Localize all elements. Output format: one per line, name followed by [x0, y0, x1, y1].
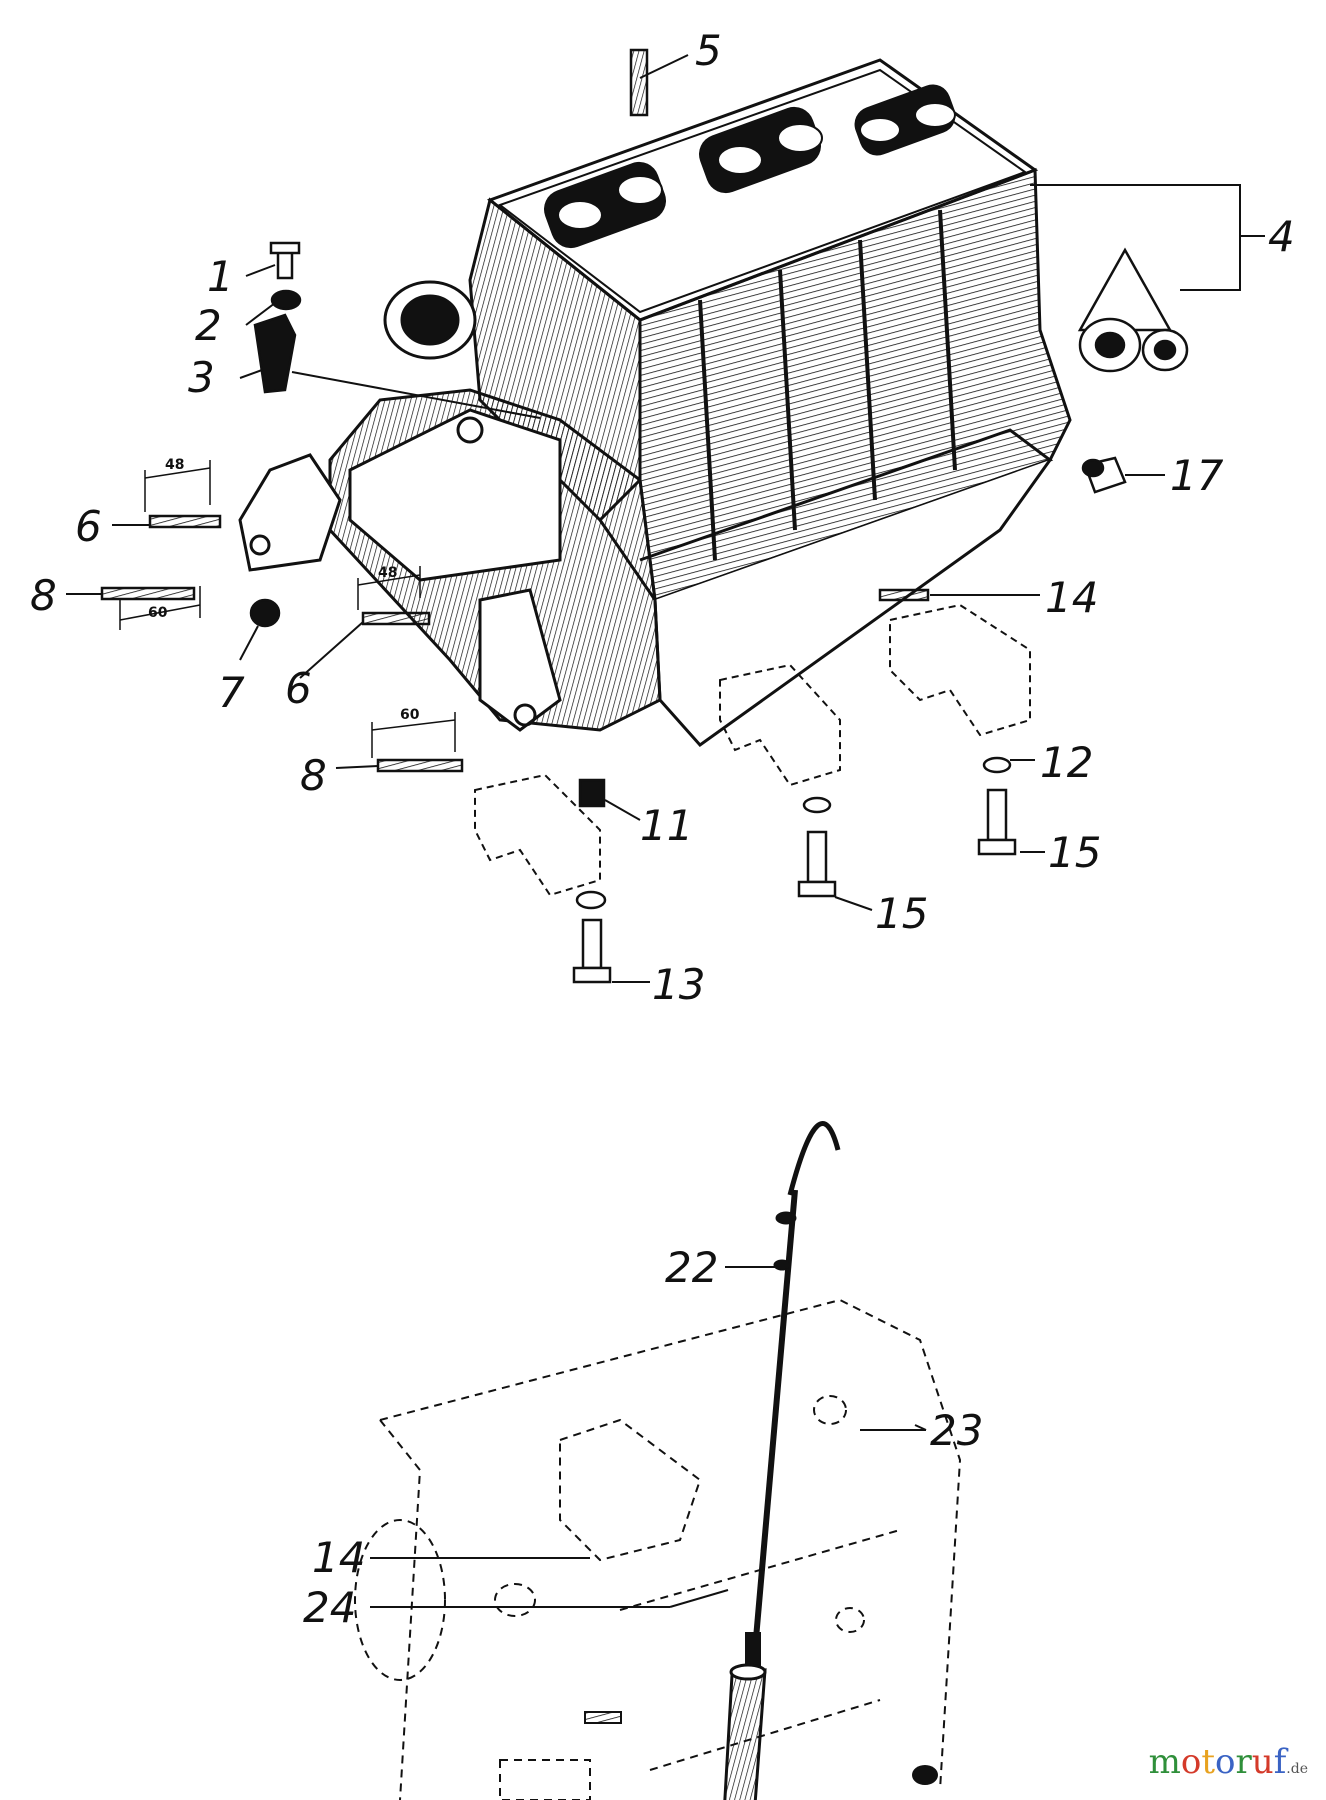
callout-12: 12	[1040, 738, 1094, 787]
callout-3: 3	[188, 353, 215, 402]
callout-13: 13	[652, 960, 706, 1009]
dimension-label-60-lower: 60	[400, 707, 420, 723]
watermark-logo: motoruf.de	[1148, 1742, 1308, 1782]
callout-4: 4	[1268, 212, 1295, 261]
callout-2: 2	[195, 301, 222, 350]
bearing-caps	[474, 603, 1031, 897]
callout-14-lower: 14	[312, 1533, 366, 1582]
callout-17: 17	[1170, 451, 1224, 500]
callout-11: 11	[640, 801, 694, 850]
leader-lines	[66, 54, 1265, 1608]
callout-14-upper: 14	[1045, 573, 1099, 622]
gasket-set	[1077, 247, 1189, 373]
callout-23: 23	[930, 1406, 984, 1455]
callout-24: 24	[303, 1583, 357, 1632]
callout-5: 5	[695, 26, 722, 75]
callout-1: 1	[207, 252, 234, 301]
dimension-lines	[119, 460, 456, 758]
dimension-label-60-upper: 60	[148, 605, 168, 621]
callout-15-right: 15	[1048, 828, 1102, 877]
callout-22: 22	[665, 1243, 719, 1292]
callout-7: 7	[218, 668, 245, 717]
callout-8-lower: 8	[300, 751, 327, 800]
small-parts	[100, 48, 1189, 984]
dimension-label-48-upper: 48	[165, 457, 185, 473]
engine-block	[238, 58, 1072, 748]
callout-6-upper: 6	[75, 502, 102, 551]
block-ghost	[354, 1298, 962, 1800]
callout-6-lower: 6	[285, 664, 312, 713]
callout-8-upper: 8	[30, 571, 57, 620]
dimension-label-48-lower: 48	[378, 565, 398, 581]
oil-dipstick	[584, 1121, 938, 1800]
callout-15-middle: 15	[875, 889, 929, 938]
